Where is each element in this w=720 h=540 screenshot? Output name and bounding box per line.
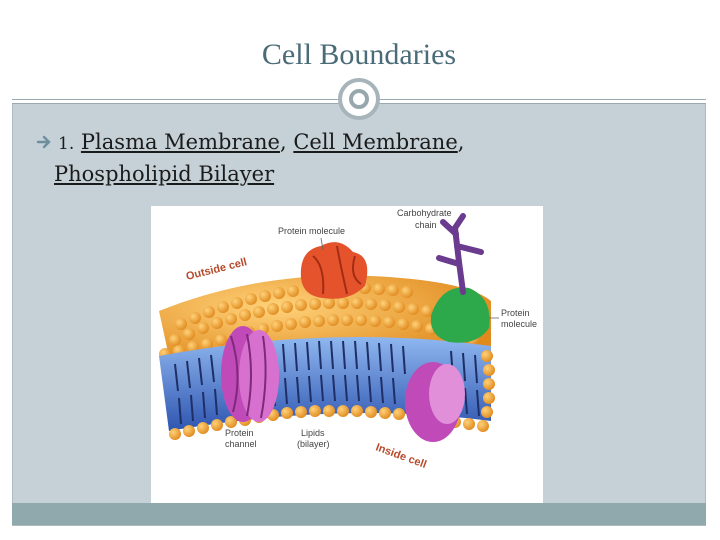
divider-ring-inner (349, 89, 369, 109)
label-carbohydrate-chain: chain (415, 220, 437, 230)
cell-membrane-diagram: Protein molecule Carbohydrate chain Outs… (151, 206, 543, 506)
label-channel: channel (225, 439, 257, 449)
bullet-line-2: Phospholipid Bilayer (54, 158, 274, 190)
label-outside-cell: Outside cell (185, 256, 248, 283)
protein-molecule-top (300, 242, 368, 299)
footer-bar (12, 503, 706, 525)
membrane-illustration: Protein molecule Carbohydrate chain Outs… (159, 208, 537, 471)
term-cell-membrane: Cell Membrane (293, 130, 458, 154)
bullet-arrow-icon (36, 135, 51, 149)
carbohydrate-chain (436, 213, 484, 295)
separator: , (279, 130, 287, 154)
separator: , (457, 130, 465, 154)
slide-title: Cell Boundaries (261, 38, 457, 71)
label-protein-channel: Protein (225, 428, 254, 438)
bullet-number: 1. (58, 134, 75, 154)
phospholipid-heads-top (159, 282, 479, 360)
bullet-line-1: 1. Plasma Membrane, Cell Membrane, (58, 126, 464, 160)
label-protein-right: Protein (501, 308, 530, 318)
protein-molecule-lower (405, 362, 465, 442)
term-plasma-membrane: Plasma Membrane (80, 130, 280, 154)
label-protein-molecule-top: Protein molecule (278, 226, 345, 236)
label-lipids: Lipids (301, 428, 325, 438)
leader-line (320, 237, 324, 251)
divider-ring-ornament (338, 78, 380, 120)
label-inside-cell: Inside cell (374, 442, 428, 471)
label-molecule-right: molecule (501, 319, 537, 329)
label-bilayer: (bilayer) (297, 439, 330, 449)
protein-channel (221, 326, 279, 422)
protein-molecule-right (430, 287, 490, 343)
phospholipid-tails (174, 340, 480, 425)
term-phospholipid-bilayer: Phospholipid Bilayer (54, 162, 275, 186)
label-carbohydrate: Carbohydrate (397, 208, 452, 218)
